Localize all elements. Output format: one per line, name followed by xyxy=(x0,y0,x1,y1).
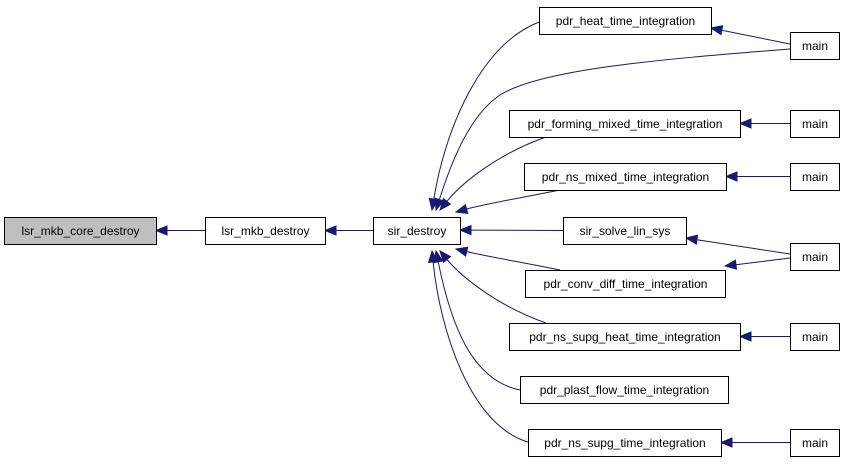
node-box xyxy=(509,110,741,138)
node-label: sir_solve_lin_sys xyxy=(580,224,671,238)
node-box xyxy=(509,323,741,351)
node-label: main xyxy=(802,39,828,53)
call-edge-main-4-to-sir-solve-lin-sys xyxy=(684,234,791,255)
node-label: pdr_ns_supg_heat_time_integration xyxy=(529,330,720,344)
call-edge-main-1-to-sir-destroy xyxy=(434,48,791,212)
call-edge-main-6-to-pdr-ns-supg-time-integration xyxy=(719,437,790,448)
node-box xyxy=(525,270,726,298)
node-box xyxy=(373,217,461,245)
call-edge-sir-destroy-to-lsr-mkb-destroy xyxy=(323,225,373,236)
function-nodes: lsr_mkb_core_destroy lsr_mkb_destroy sir_d… xyxy=(4,7,840,457)
node-label: main xyxy=(802,170,828,184)
call-edge-sir-solve-lin-sys-to-sir-destroy xyxy=(458,224,564,236)
arrowhead-icon xyxy=(439,197,452,212)
node-box xyxy=(790,323,840,351)
arrowhead-icon xyxy=(458,224,472,236)
arrowhead-icon xyxy=(684,234,699,245)
node-label: pdr_ns_supg_time_integration xyxy=(544,436,705,450)
call-edge-pdr-ns-supg-heat-time-integration-to-sir-destroy xyxy=(439,249,547,324)
node-label: main xyxy=(802,250,828,264)
node-box xyxy=(790,429,840,457)
node-sir-solve-lin-sys[interactable]: sir_solve_lin_sys xyxy=(563,217,687,245)
node-lsr-mkb-core-destroy: lsr_mkb_core_destroy xyxy=(4,217,157,245)
edge-line xyxy=(466,251,561,271)
node-main-2[interactable]: main xyxy=(790,110,840,138)
arrowhead-icon xyxy=(709,25,724,36)
node-sir-destroy[interactable]: sir_destroy xyxy=(373,217,461,245)
node-box xyxy=(528,429,722,457)
call-edge-lsr-mkb-destroy-to-lsr-mkb-core-destroy xyxy=(154,225,205,236)
edge-line xyxy=(446,259,547,324)
node-main-6[interactable]: main xyxy=(790,429,840,457)
call-edges xyxy=(154,21,791,448)
node-pdr-ns-supg-time-integration[interactable]: pdr_ns_supg_time_integration xyxy=(528,429,722,457)
edge-line xyxy=(466,189,561,210)
edge-line xyxy=(433,21,540,200)
node-box xyxy=(205,217,326,245)
edge-line xyxy=(696,239,791,255)
call-edge-pdr-forming-mixed-time-integration-to-sir-destroy xyxy=(439,136,547,212)
node-label: lsr_mkb_core_destroy xyxy=(21,224,139,238)
node-label: main xyxy=(802,330,828,344)
node-label: pdr_forming_mixed_time_integration xyxy=(528,117,723,131)
node-label: pdr_conv_diff_time_integration xyxy=(544,277,708,291)
node-box xyxy=(524,163,727,191)
edge-line xyxy=(437,261,521,391)
node-main-3[interactable]: main xyxy=(790,163,840,191)
call-edge-pdr-conv-diff-time-integration-to-sir-destroy xyxy=(454,246,561,271)
edge-line xyxy=(432,261,529,443)
arrowhead-icon xyxy=(454,203,469,214)
node-lsr-mkb-destroy[interactable]: lsr_mkb_destroy xyxy=(205,217,326,245)
arrowhead-icon xyxy=(439,249,452,264)
edge-line xyxy=(721,29,791,45)
arrowhead-icon xyxy=(323,225,337,236)
node-label: main xyxy=(802,117,828,131)
node-pdr-plast-flow-time-integration[interactable]: pdr_plast_flow_time_integration xyxy=(520,376,729,404)
node-box xyxy=(563,217,687,245)
call-edge-main-1-to-pdr-heat-time-integration xyxy=(709,25,791,45)
node-pdr-conv-diff-time-integration[interactable]: pdr_conv_diff_time_integration xyxy=(525,270,726,298)
node-box xyxy=(790,110,840,138)
call-edge-pdr-plast-flow-time-integration-to-sir-destroy xyxy=(433,249,521,391)
call-edge-main-3-to-pdr-ns-mixed-time-integration xyxy=(724,171,790,182)
edge-line xyxy=(438,48,791,200)
node-label: main xyxy=(802,436,828,450)
node-main-5[interactable]: main xyxy=(790,323,840,351)
node-label: sir_destroy xyxy=(388,224,447,238)
edge-line xyxy=(735,257,791,266)
node-pdr-heat-time-integration[interactable]: pdr_heat_time_integration xyxy=(539,7,712,35)
node-label: lsr_mkb_destroy xyxy=(221,224,309,238)
arrowhead-icon xyxy=(738,331,752,342)
node-box xyxy=(520,376,729,404)
node-box xyxy=(790,32,840,60)
node-pdr-ns-mixed-time-integration[interactable]: pdr_ns_mixed_time_integration xyxy=(524,163,727,191)
arrowhead-icon xyxy=(154,225,168,236)
node-label: pdr_ns_mixed_time_integration xyxy=(542,170,709,184)
arrowhead-icon xyxy=(724,171,738,182)
node-pdr-ns-supg-heat-time-integration[interactable]: pdr_ns_supg_heat_time_integration xyxy=(509,323,741,351)
node-label: pdr_plast_flow_time_integration xyxy=(540,383,709,397)
call-edge-pdr-ns-supg-time-integration-to-sir-destroy xyxy=(427,249,529,443)
node-main-1[interactable]: main xyxy=(790,32,840,60)
arrowhead-icon xyxy=(723,259,738,270)
node-pdr-forming-mixed-time-integration[interactable]: pdr_forming_mixed_time_integration xyxy=(509,110,741,138)
call-edge-main-4-to-pdr-conv-diff-time-integration xyxy=(723,257,791,270)
node-box xyxy=(790,243,840,271)
arrowhead-icon xyxy=(427,249,439,263)
node-main-4[interactable]: main xyxy=(790,243,840,271)
arrowhead-icon xyxy=(738,118,752,129)
node-box xyxy=(4,217,157,245)
call-edge-main-5-to-pdr-ns-supg-heat-time-integration xyxy=(738,331,790,342)
arrowhead-icon xyxy=(434,197,445,212)
node-box xyxy=(790,163,840,191)
arrowhead-icon xyxy=(719,437,733,448)
call-edge-main-2-to-pdr-forming-mixed-time-integration xyxy=(738,118,790,129)
node-label: pdr_heat_time_integration xyxy=(556,14,695,28)
arrowhead-icon xyxy=(454,246,469,257)
call-edge-pdr-ns-mixed-time-integration-to-sir-destroy xyxy=(454,189,561,214)
node-box xyxy=(539,7,712,35)
edge-line xyxy=(446,136,547,202)
